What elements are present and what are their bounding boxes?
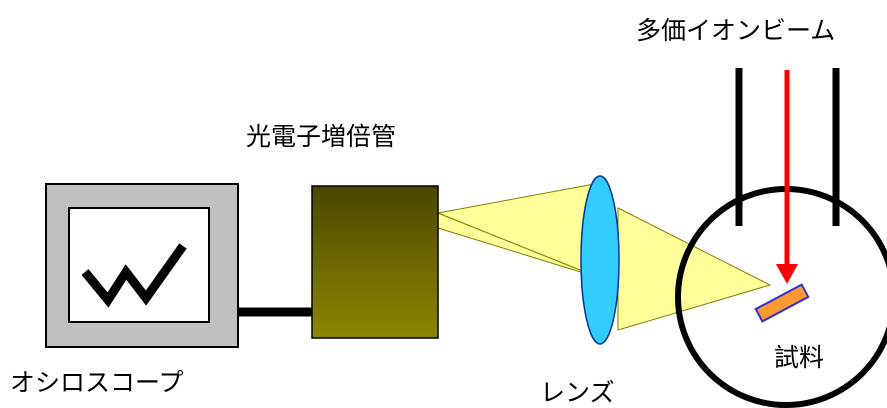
sample-label: 試料: [774, 343, 825, 372]
ion-beam-label: 多価イオンビーム: [636, 16, 836, 45]
lens: [580, 175, 620, 345]
arrow-down-icon: [776, 70, 798, 284]
photomultiplier-tube: [311, 185, 439, 339]
sample-plate: [754, 283, 810, 323]
waveform-icon: [81, 243, 187, 308]
light-cone-from-sample: [617, 207, 772, 331]
oscilloscope: [45, 183, 239, 348]
photomultiplier-label: 光電子増倍管: [246, 122, 397, 151]
beam-arrow-head: [776, 264, 798, 284]
oscilloscope-label: オシロスコープ: [10, 368, 184, 397]
lens-label: レンズ: [540, 378, 615, 407]
oscilloscope-screen: [68, 207, 210, 323]
